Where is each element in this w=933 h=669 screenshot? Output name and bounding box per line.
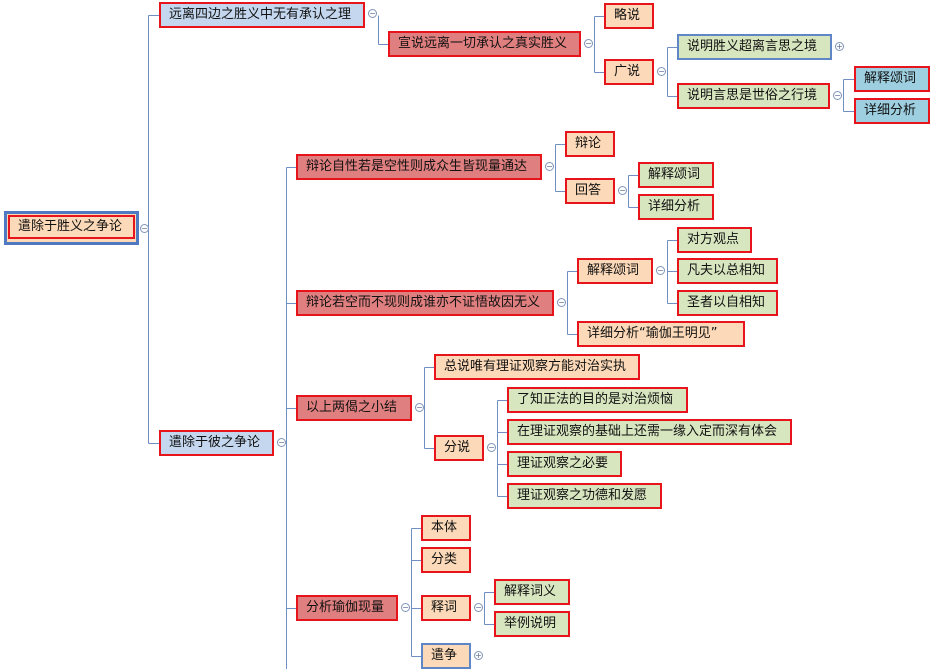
node-n2-2-2[interactable]: 详细分析“瑜伽王明见” bbox=[577, 321, 745, 347]
collapse-toggle-n1-1[interactable]: − bbox=[584, 39, 593, 48]
node-n2-1-2[interactable]: 回答 bbox=[565, 178, 615, 204]
node-n1-1-2-2-1[interactable]: 解释颂词 bbox=[854, 66, 930, 92]
node-n2-4-3-1[interactable]: 解释词义 bbox=[494, 579, 570, 605]
node-n2-4-3[interactable]: 释词 bbox=[421, 595, 471, 621]
node-n1-1-1[interactable]: 略说 bbox=[604, 3, 654, 29]
node-n2-4-3-2[interactable]: 举例说明 bbox=[494, 611, 570, 637]
collapse-toggle-n2-4[interactable]: − bbox=[401, 603, 410, 612]
node-n2-2-1-2[interactable]: 凡夫以总相知 bbox=[677, 258, 778, 284]
node-n2-2-1-1[interactable]: 对方观点 bbox=[677, 227, 752, 253]
collapse-toggle-n2-1[interactable]: − bbox=[545, 162, 554, 171]
collapse-toggle-n2-4-3[interactable]: − bbox=[474, 603, 483, 612]
node-n2-3[interactable]: 以上两偈之小结 bbox=[296, 395, 412, 421]
collapse-toggle-n2-2[interactable]: − bbox=[557, 298, 566, 307]
node-n2-3-2-2[interactable]: 在理证观察的基础上还需一缘入定而深有体会 bbox=[507, 419, 792, 445]
root-node[interactable]: 遣除于胜义之争论 bbox=[4, 211, 139, 245]
node-n2-3-2-4[interactable]: 理证观察之功德和发愿 bbox=[507, 483, 662, 509]
expand-toggle-n1-1-2-1[interactable]: + bbox=[835, 42, 844, 51]
node-n2-2[interactable]: 辩论若空而不现则成谁亦不证悟故因无义 bbox=[296, 290, 554, 316]
expand-toggle-n2-4-4[interactable]: + bbox=[474, 651, 483, 660]
node-n2-4-2[interactable]: 分类 bbox=[421, 547, 471, 573]
node-n2[interactable]: 遣除于彼之争论 bbox=[159, 430, 274, 456]
collapse-toggle-n2-3-2[interactable]: − bbox=[487, 443, 496, 452]
collapse-toggle-n2-3[interactable]: − bbox=[415, 403, 424, 412]
node-n2-2-1[interactable]: 解释颂词 bbox=[577, 258, 653, 284]
node-n2-1-2-1[interactable]: 解释颂词 bbox=[638, 162, 714, 188]
node-n1-1[interactable]: 宣说远离一切承认之真实胜义 bbox=[388, 31, 581, 57]
node-n1-1-2[interactable]: 广说 bbox=[604, 59, 654, 85]
collapse-toggle-n2-1-2[interactable]: − bbox=[618, 186, 627, 195]
node-n2-3-1[interactable]: 总说唯有理证观察方能对治实执 bbox=[434, 354, 640, 380]
node-n2-1-2-2[interactable]: 详细分析 bbox=[638, 194, 714, 220]
node-n1-1-2-2-2[interactable]: 详细分析 bbox=[854, 98, 930, 124]
node-n2-3-2[interactable]: 分说 bbox=[434, 435, 484, 461]
collapse-toggle-root[interactable]: − bbox=[140, 224, 149, 233]
collapse-toggle-n1[interactable]: − bbox=[368, 9, 377, 18]
collapse-toggle-n1-1-2-2[interactable]: − bbox=[833, 91, 842, 100]
collapse-toggle-n2-2-1[interactable]: − bbox=[656, 266, 665, 275]
node-n2-4-1[interactable]: 本体 bbox=[421, 515, 471, 541]
node-n1[interactable]: 远离四边之胜义中无有承认之理 bbox=[159, 2, 365, 28]
node-n1-1-2-2[interactable]: 说明言思是世俗之行境 bbox=[677, 83, 830, 109]
node-n1-1-2-1[interactable]: 说明胜义超离言思之境 bbox=[677, 34, 832, 60]
node-n2-4-4[interactable]: 遣争 bbox=[421, 643, 471, 669]
collapse-toggle-n1-1-2[interactable]: − bbox=[657, 67, 666, 76]
node-n2-3-2-3[interactable]: 理证观察之必要 bbox=[507, 451, 622, 477]
root-node-label: 遣除于胜义之争论 bbox=[8, 215, 135, 239]
node-n2-3-2-1[interactable]: 了知正法的目的是对治烦恼 bbox=[507, 387, 688, 413]
node-n2-2-1-3[interactable]: 圣者以自相知 bbox=[677, 290, 778, 316]
collapse-toggle-n2[interactable]: − bbox=[277, 438, 286, 447]
node-n2-4[interactable]: 分析瑜伽现量 bbox=[296, 595, 398, 621]
node-n2-1-1[interactable]: 辩论 bbox=[565, 131, 615, 157]
node-n2-1[interactable]: 辩论自性若是空性则成众生皆现量通达 bbox=[296, 154, 542, 180]
